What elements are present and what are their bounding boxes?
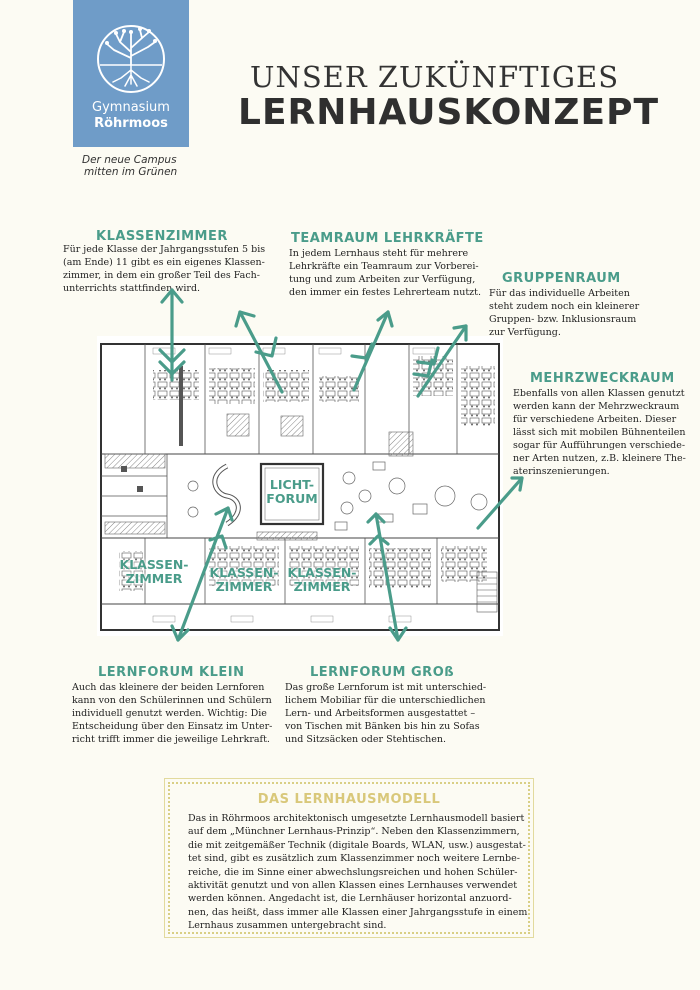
mehrzweckraum-text: Ebenfalls von allen Klassen genutzt werd… bbox=[513, 387, 686, 478]
text-line: Das in Röhrmoos architektonisch umgesetz… bbox=[188, 813, 525, 824]
text-line: werden kann der Mehrzweckraum bbox=[513, 401, 680, 412]
text-line: unterrichts stattfinden wird. bbox=[63, 283, 201, 294]
lichtforum-label-line2: FORUM bbox=[266, 491, 318, 506]
text-line: nen, das heißt, dass immer alle Klassen … bbox=[188, 906, 528, 918]
school-logo: Gymnasium Röhrmoos bbox=[73, 0, 189, 147]
title-line2: LERNHAUSKONZEPT bbox=[238, 92, 660, 133]
lernhausmodell-text: Das in Röhrmoos architektonisch umgesetz… bbox=[188, 812, 527, 933]
text-line: In jedem Lernhaus steht für mehrere bbox=[289, 248, 469, 259]
tagline: Der neue Campus mitten im Grünen bbox=[82, 154, 202, 178]
text-line: steht zudem noch ein kleinerer bbox=[489, 301, 640, 312]
klassenzimmer-label-3: KLASSEN- ZIMMER bbox=[287, 566, 357, 594]
text-line: Lernhaus zusammen untergebracht sind. bbox=[188, 920, 387, 932]
klassenzimmer-label-line2: ZIMMER bbox=[215, 579, 273, 594]
klassenzimmer-label-line1: KLASSEN- bbox=[119, 557, 189, 572]
tagline-line1: Der neue Campus bbox=[82, 154, 177, 166]
text-line: Lehrkräfte ein Teamraum zur Vorberei- bbox=[289, 261, 479, 272]
teamraum-text: In jedem Lernhaus steht für mehrere Lehr… bbox=[289, 247, 481, 299]
lernforum-gross-text: Das große Lernforum ist mit unterschied-… bbox=[285, 681, 486, 746]
text-line: aterinszenierungen. bbox=[513, 466, 610, 477]
tagline-line2: mitten im Grünen bbox=[84, 166, 178, 178]
lernforum-klein-text: Auch das kleinere der beiden Lernforen k… bbox=[72, 681, 272, 746]
text-line: lichem Mobiliar für die unterschiedliche… bbox=[285, 695, 486, 706]
lernhausmodell-heading: DAS LERNHAUSMODELL bbox=[257, 792, 441, 807]
text-line: sogar für Aufführungen verschiede- bbox=[513, 440, 686, 451]
text-line: Auch das kleinere der beiden Lernforen bbox=[72, 682, 265, 693]
klassenzimmer-label-line1: KLASSEN- bbox=[209, 565, 279, 580]
text-line: reiche, die im Sinne einer abwechslungsr… bbox=[188, 866, 518, 878]
text-line: individuell genutzt werden. Wichtig: Die bbox=[72, 708, 267, 719]
text-line: lässt sich mit mobilen Bühnenteilen bbox=[513, 427, 686, 438]
text-line: tung und zum Arbeiten zur Verfügung, bbox=[289, 274, 476, 285]
text-line: tet sind, gibt es zusätzlich zum Klassen… bbox=[188, 853, 520, 865]
lichtforum-label: LICHT- FORUM bbox=[261, 478, 323, 506]
text-line: (am Ende) 11 gibt es ein eigenes Klassen… bbox=[63, 257, 265, 268]
text-line: aktivität genutzt und von allen Klassen … bbox=[188, 880, 518, 892]
text-line: Entscheidung über den Einsatz im Unter- bbox=[72, 721, 273, 732]
mehrzweckraum-heading: MEHRZWECKRAUM bbox=[530, 371, 675, 386]
klassenzimmer-label-line2: ZIMMER bbox=[293, 579, 351, 594]
text-line: von Tischen mit Bänken bis hin zu Sofas bbox=[285, 721, 480, 732]
text-line: ner Arten nutzen, z.B. kleinere The- bbox=[513, 453, 686, 464]
klassenzimmer-label-2: KLASSEN- ZIMMER bbox=[209, 566, 279, 594]
school-name: Gymnasium Röhrmoos bbox=[73, 100, 189, 132]
text-line: Gruppen- bzw. Inklusionsraum bbox=[489, 314, 637, 325]
text-line: werden können. Angedacht ist, die Lernhä… bbox=[188, 893, 512, 905]
text-line: auf dem „Münchner Lernhaus-Prinzip“. Neb… bbox=[188, 826, 520, 838]
text-line: zimmer, in dem ein großer Teil des Fach- bbox=[63, 270, 260, 281]
text-line: Ebenfalls von allen Klassen genutzt bbox=[513, 388, 685, 399]
klassenzimmer-text: Für jede Klasse der Jahrgangsstufen 5 bi… bbox=[63, 243, 265, 295]
lernforum-gross-heading: LERNFORUM GROß bbox=[310, 665, 455, 680]
text-line: zur Verfügung. bbox=[489, 327, 561, 338]
text-line: die mit zeitgemäßer Technik (digitale Bo… bbox=[188, 839, 526, 851]
gruppenraum-text: Für das individuelle Arbeiten steht zude… bbox=[489, 287, 639, 339]
tree-roots-icon bbox=[97, 25, 165, 93]
klassenzimmer-label-line1: KLASSEN- bbox=[287, 565, 357, 580]
text-line: Lern- und Arbeitsformen ausgestattet – bbox=[285, 708, 476, 719]
teamraum-heading: TEAMRAUM LEHRKRÄFTE bbox=[291, 231, 484, 246]
klassenzimmer-label-line2: ZIMMER bbox=[125, 571, 183, 586]
klassenzimmer-label-1: KLASSEN- ZIMMER bbox=[119, 558, 189, 586]
title-line1: UNSER ZUKÜNFTIGES bbox=[250, 60, 620, 94]
text-line: den immer ein festes Lehrerteam nutzt. bbox=[289, 287, 482, 298]
school-name-line1: Gymnasium bbox=[92, 100, 170, 115]
floor-plan: LICHT- FORUM KLASSEN- ZIMMER KLASSEN- ZI… bbox=[97, 336, 503, 636]
school-name-line2: Röhrmoos bbox=[94, 116, 168, 131]
text-line: für verschiedene Arbeiten. Dieser bbox=[513, 414, 677, 425]
text-line: richt trifft immer die jeweilige Lehrkra… bbox=[72, 734, 270, 745]
text-line: und Sitzsäcken oder Stehtischen. bbox=[285, 734, 447, 745]
lernforum-klein-heading: LERNFORUM KLEIN bbox=[98, 665, 245, 680]
lernhausmodell-box: DAS LERNHAUSMODELL Das in Röhrmoos archi… bbox=[164, 778, 534, 938]
text-line: Für jede Klasse der Jahrgangsstufen 5 bi… bbox=[63, 244, 266, 255]
text-line: Das große Lernforum ist mit unterschied- bbox=[285, 682, 487, 693]
klassenzimmer-heading: KLASSENZIMMER bbox=[96, 229, 228, 244]
text-line: kann von den Schülerinnen und Schülern bbox=[72, 695, 272, 706]
text-line: Für das individuelle Arbeiten bbox=[489, 288, 630, 299]
lichtforum-label-line1: LICHT- bbox=[269, 477, 315, 492]
gruppenraum-heading: GRUPPENRAUM bbox=[502, 271, 621, 286]
